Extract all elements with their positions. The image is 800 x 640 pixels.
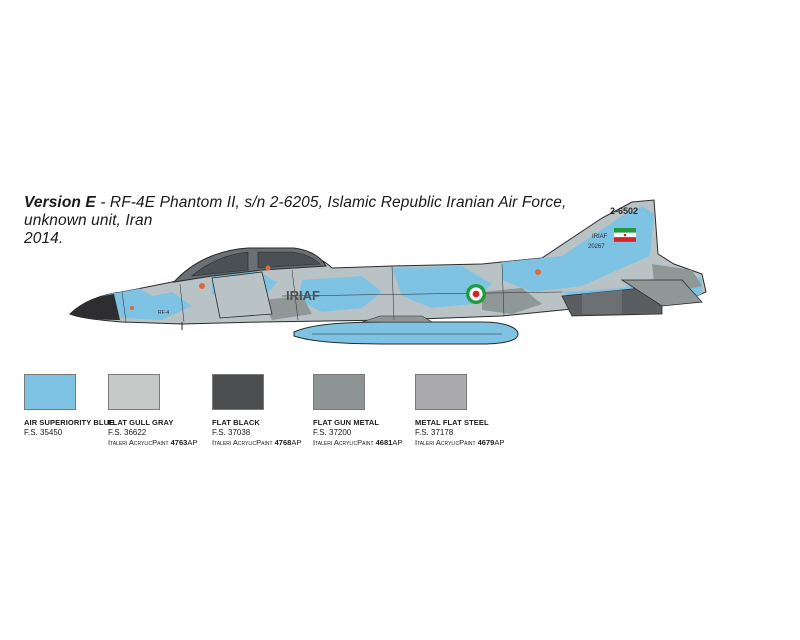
drop-tank [293, 321, 519, 345]
swatch-metal-flat-steel: Metal Flat Steel F.S. 37178 Italeri Acry… [415, 374, 515, 448]
caption-description: RF-4E Phantom II, s/n 2-6205, Islamic Re… [24, 194, 567, 229]
radome [70, 294, 120, 320]
swatch-name: Air Superiority Blue [24, 418, 115, 427]
version-caption: Version E - RF-4E Phantom II, s/n 2-6205… [24, 194, 584, 248]
color-chip [313, 374, 365, 410]
caption-separator: - [95, 194, 110, 211]
swatch-name: Flat Gun Metal [313, 418, 380, 427]
swatch-fs-number: F.S. 35450 [24, 428, 63, 437]
paint-code: 4679 [477, 438, 495, 447]
swatch-fs-number: F.S. 36622 [108, 428, 147, 437]
swatch-name: Metal Flat Steel [415, 418, 489, 427]
swatch-air-superiority-blue: Air Superiority Blue F.S. 35450 [24, 374, 124, 438]
color-chip [212, 374, 264, 410]
paint-brand: Italeri AcrylicPaint [108, 438, 171, 447]
tail-code: 20267 [588, 244, 605, 250]
rf4e-phantom-illustration: IRIAF RF-4 2-6502 IRIAF 20267 [69, 199, 707, 345]
paint-code: 4763 [170, 438, 188, 447]
fuselage-iriaf-text: IRIAF [286, 288, 320, 303]
paint-suffix: AP [392, 438, 403, 447]
color-chip [108, 374, 160, 410]
swatch-fs-number: F.S. 37200 [313, 428, 352, 437]
nose-stencil: RF-4 [158, 310, 169, 316]
swatch-name: Flat Black [212, 418, 260, 427]
air-intake [211, 271, 273, 319]
swatch-flat-black: Flat Black F.S. 37038 Italeri AcrylicPai… [212, 374, 312, 448]
swatch-paint-code: Italeri AcrylicPaint 4681AP [313, 438, 413, 448]
iriaf-roundel [466, 284, 486, 304]
paint-suffix: AP [494, 438, 505, 447]
swatch-paint-code: Italeri AcrylicPaint 4763AP [108, 438, 208, 448]
version-label: Version E [24, 194, 96, 211]
tail-iriaf-text: IRIAF [592, 234, 608, 240]
iran-flag [613, 228, 637, 242]
swatch-paint-code: Italeri AcrylicPaint 4679AP [415, 438, 515, 448]
paint-brand: Italeri AcrylicPaint [313, 438, 376, 447]
swatch-fs-number: F.S. 37038 [212, 428, 251, 437]
color-chip [415, 374, 467, 410]
swatch-flat-gull-gray: Flat Gull Gray F.S. 36622 Italeri Acryli… [108, 374, 208, 448]
paint-suffix: AP [187, 438, 198, 447]
paint-code: 4768 [274, 438, 292, 447]
swatch-paint-code: Italeri AcrylicPaint 4768AP [212, 438, 312, 448]
paint-brand: Italeri AcrylicPaint [212, 438, 275, 447]
paint-brand: Italeri AcrylicPaint [415, 438, 478, 447]
caption-year: 2014. [24, 230, 64, 247]
swatch-flat-gun-metal: Flat Gun Metal F.S. 37200 Italeri Acryli… [313, 374, 413, 448]
panel-lines [121, 263, 563, 323]
swatch-name: Flat Gull Gray [108, 418, 174, 427]
tail-serial: 2-6502 [610, 206, 638, 216]
horizontal-stabilizer [620, 279, 703, 307]
swatch-fs-number: F.S. 37178 [415, 428, 454, 437]
paint-code: 4681 [375, 438, 393, 447]
color-chip [24, 374, 76, 410]
paint-suffix: AP [291, 438, 302, 447]
